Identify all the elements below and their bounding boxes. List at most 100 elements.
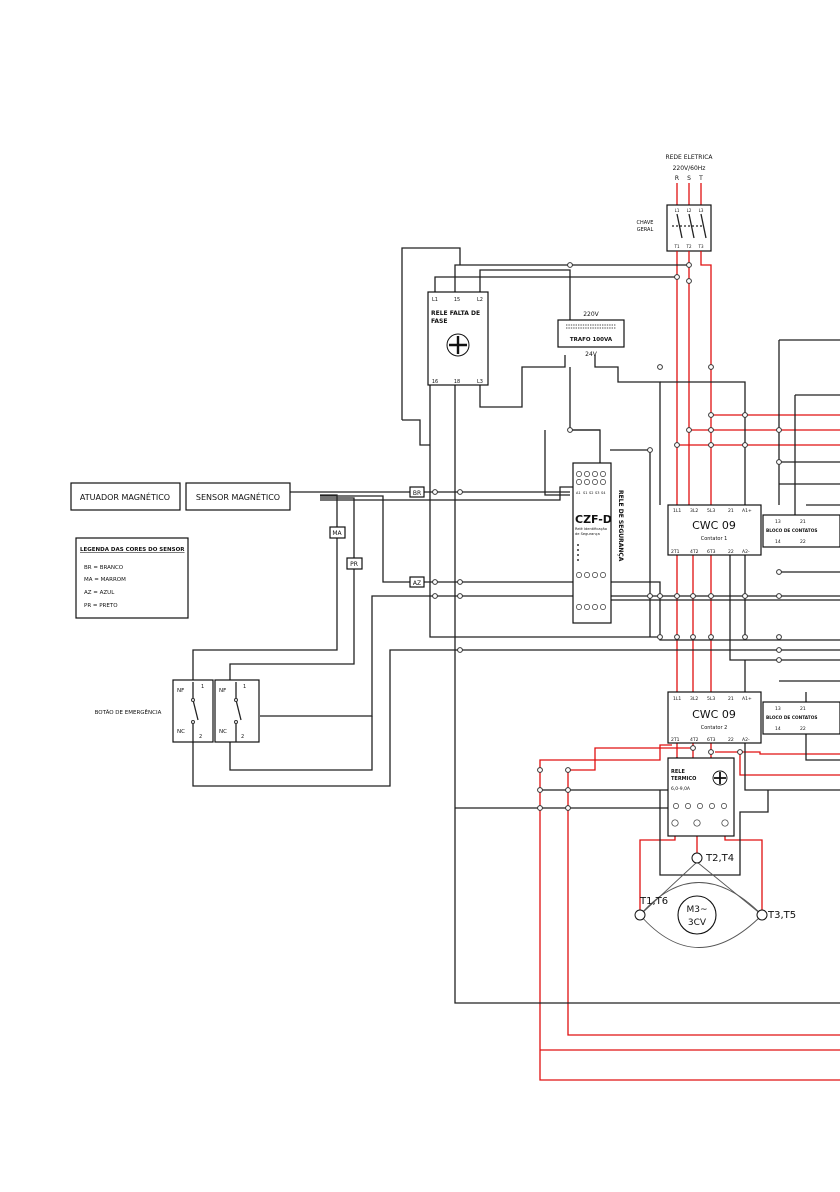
svg-text:L3: L3 — [477, 379, 483, 385]
svg-text:BR = BRANCO: BR = BRANCO — [84, 565, 124, 571]
svg-text:2: 2 — [241, 734, 244, 740]
emergency-button-2: NF NC 1 2 — [214, 679, 260, 743]
svg-text:2: 2 — [199, 734, 202, 740]
svg-text:MA: MA — [332, 530, 342, 537]
junction-dots — [432, 262, 782, 811]
svg-text:ATUADOR MAGNÉTICO: ATUADOR MAGNÉTICO — [80, 491, 170, 502]
svg-text:L1: L1 — [675, 208, 680, 213]
main-switch-label-1: CHAVE — [637, 220, 654, 226]
control-wires — [192, 247, 840, 1004]
motor: M3~ 3CV T2,T4 T1,T6 T3,T5 — [634, 852, 796, 948]
svg-text:1L1: 1L1 — [673, 508, 681, 514]
svg-text:18: 18 — [454, 379, 460, 385]
contactor-1: 1L1 3L2 5L3 21 A1+ CWC 09 Contator 1 2T1… — [667, 504, 762, 556]
actuator-box: ATUADOR MAGNÉTICO — [70, 482, 181, 511]
svg-text:CWC 09: CWC 09 — [692, 519, 736, 532]
svg-text:21: 21 — [800, 519, 806, 525]
svg-text:NC: NC — [219, 729, 227, 735]
svg-text:A1: A1 — [576, 491, 581, 495]
svg-text:22: 22 — [800, 539, 806, 545]
svg-text:2T1: 2T1 — [671, 737, 680, 743]
svg-text:22: 22 — [728, 549, 734, 555]
svg-text:NF: NF — [219, 688, 226, 694]
svg-text:T2,T4: T2,T4 — [705, 853, 734, 864]
svg-text:13: 13 — [775, 706, 781, 712]
svg-text:T2: T2 — [686, 244, 692, 249]
wire-tag-az: AZ — [409, 576, 425, 588]
svg-text:5L3: 5L3 — [707, 696, 715, 702]
aux-contact-block-2: 13 21 BLOCO DE CONTATOS 14 22 — [762, 701, 840, 735]
svg-text:4T2: 4T2 — [690, 549, 699, 555]
wire-tag-br: BR — [409, 486, 425, 498]
svg-text:A2-: A2- — [742, 737, 750, 743]
svg-text:SENSOR MAGNÉTICO: SENSOR MAGNÉTICO — [196, 491, 280, 502]
svg-text:T3,T5: T3,T5 — [767, 910, 796, 921]
svg-text:14: 14 — [775, 539, 781, 545]
svg-text:220V: 220V — [583, 311, 599, 318]
contactor-2: 1L1 3L2 5L3 21 A1+ CWC 09 Contator 2 2T1… — [667, 691, 762, 744]
svg-text:14: 14 — [775, 726, 781, 732]
svg-text:NF: NF — [177, 688, 184, 694]
svg-text:13: 13 — [775, 519, 781, 525]
supply-feed-wires — [676, 183, 702, 205]
svg-text:AZ = AZUL: AZ = AZUL — [84, 590, 115, 596]
svg-text:1L1: 1L1 — [673, 696, 681, 702]
svg-text:Contator 1: Contator 1 — [701, 536, 728, 542]
phase-fault-relay: L1 15 L2 RELE FALTA DE FASE 16 18 L3 — [427, 291, 489, 386]
svg-text:22: 22 — [800, 726, 806, 732]
svg-text:6T3: 6T3 — [707, 737, 716, 743]
svg-text:2T1: 2T1 — [671, 549, 680, 555]
svg-text:24V: 24V — [585, 351, 598, 358]
svg-text:S4: S4 — [601, 491, 606, 495]
svg-text:FASE: FASE — [431, 318, 447, 325]
svg-text:4T2: 4T2 — [690, 737, 699, 743]
sensor-color-legend: LEGENDA DAS CORES DO SENSOR BR = BRANCO … — [75, 537, 189, 619]
svg-text:21: 21 — [728, 508, 734, 514]
svg-text:CZF-D: CZF-D — [575, 513, 612, 526]
svg-text:BLOCO DE CONTATOS: BLOCO DE CONTATOS — [766, 528, 817, 534]
svg-text:T1,T6: T1,T6 — [639, 896, 668, 907]
svg-text:3L2: 3L2 — [690, 508, 698, 514]
svg-text:A2-: A2- — [742, 549, 750, 555]
svg-text:A1+: A1+ — [742, 508, 752, 514]
svg-text:A1+: A1+ — [742, 696, 752, 702]
svg-text:22: 22 — [728, 737, 734, 743]
svg-text:de Segurança: de Segurança — [575, 532, 600, 536]
svg-text:21: 21 — [728, 696, 734, 702]
svg-text:5L3: 5L3 — [707, 508, 715, 514]
svg-text:BR: BR — [413, 490, 421, 497]
svg-text:L2: L2 — [477, 297, 483, 303]
svg-text:T3: T3 — [698, 244, 704, 249]
svg-text:T1: T1 — [674, 244, 680, 249]
emergency-button-1: NF NC 1 2 — [172, 679, 214, 743]
svg-text:16: 16 — [432, 379, 438, 385]
power-wires — [539, 251, 840, 1081]
phase-t: T — [698, 175, 703, 182]
aux-contact-block-1: 13 21 BLOCO DE CONTATOS 14 22 — [762, 514, 840, 548]
svg-text:S2: S2 — [589, 491, 593, 495]
svg-text:M3~: M3~ — [686, 905, 707, 915]
wire-tag-ma: MA — [329, 526, 346, 539]
svg-text:6,0-9,0A: 6,0-9,0A — [671, 786, 691, 792]
main-switch: L1 L2 L3 T1 T2 T3 — [666, 204, 712, 252]
transformer: 220V TRAFO 100VA 24V — [557, 311, 625, 358]
svg-text:AZ: AZ — [413, 580, 421, 587]
svg-text:LEGENDA DAS CORES DO SENSOR: LEGENDA DAS CORES DO SENSOR — [80, 547, 185, 553]
thermal-relay: RELE TERMICO 6,0-9,0A — [667, 757, 735, 837]
svg-text:Contator 2: Contator 2 — [701, 725, 728, 731]
svg-text:15: 15 — [454, 297, 460, 303]
phase-s: S — [687, 175, 691, 182]
main-switch-label-2: GERAL — [637, 227, 654, 233]
safety-relay-side-label: RELE DE SEGURANÇA — [617, 490, 624, 562]
svg-text:MA = MARROM: MA = MARROM — [84, 577, 126, 583]
svg-text:S3: S3 — [595, 491, 599, 495]
svg-text:RELE: RELE — [671, 769, 685, 775]
svg-text:Relé Identificação: Relé Identificação — [575, 527, 607, 531]
svg-text:L1: L1 — [432, 297, 438, 303]
wire-tag-pr: PR — [346, 557, 363, 570]
supply-spec: 220V/60Hz — [673, 165, 706, 172]
svg-text:21: 21 — [800, 706, 806, 712]
svg-text:CWC 09: CWC 09 — [692, 708, 736, 721]
svg-text:S1: S1 — [583, 491, 587, 495]
